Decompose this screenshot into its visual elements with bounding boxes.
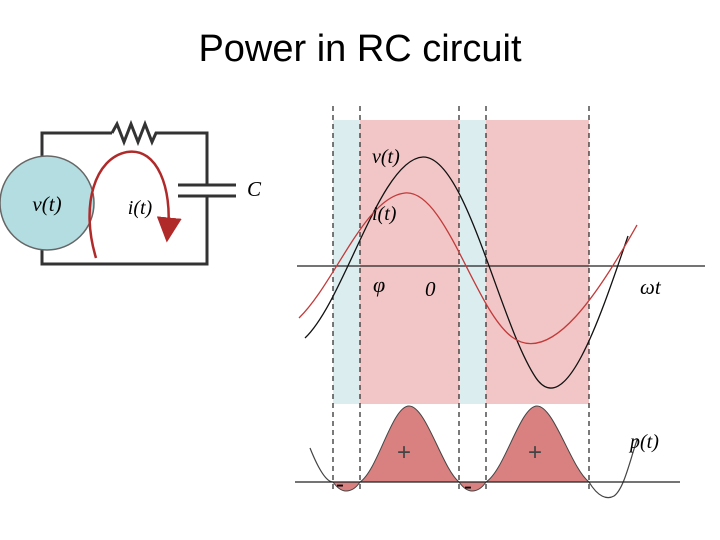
circuit-wire-top (40, 131, 209, 185)
zero-label: 0 (425, 277, 436, 301)
region-positive-2 (486, 120, 589, 404)
capacitor-label: C (247, 177, 262, 201)
power-sign-minus-1: - (336, 471, 344, 498)
power-lobe-positive-2 (484, 405, 591, 483)
power-plot: + + - - p(t) (295, 405, 680, 500)
source-label: v(t) (32, 192, 61, 216)
current-curve (298, 192, 638, 345)
waveform-plot: v(t) i(t) φ 0 ωt (297, 106, 705, 492)
slide-title: Power in RC circuit (198, 28, 522, 70)
power-lobe-negative-1 (332, 481, 361, 492)
voltage-curve (304, 156, 629, 389)
power-sign-minus-2: - (464, 473, 472, 500)
power-label: p(t) (628, 431, 659, 453)
voltage-source (0, 155, 95, 251)
resistor-symbol (110, 119, 160, 147)
current-label: i(t) (128, 197, 153, 219)
region-negative-2 (459, 120, 486, 404)
power-sign-plus-2: + (528, 439, 542, 466)
region-negative-1 (333, 120, 360, 404)
power-lobe-negative-2 (458, 481, 487, 492)
current-wave-label: i(t) (372, 203, 397, 225)
axis-label: ωt (640, 275, 662, 299)
voltage-label: v(t) (372, 146, 400, 168)
current-loop-arrow (88, 150, 182, 259)
rc-circuit: v(t) i(t) C (0, 119, 262, 266)
phase-label: φ (373, 272, 385, 297)
power-sign-plus-1: + (397, 439, 411, 466)
power-lobe-positive-1 (358, 405, 461, 483)
